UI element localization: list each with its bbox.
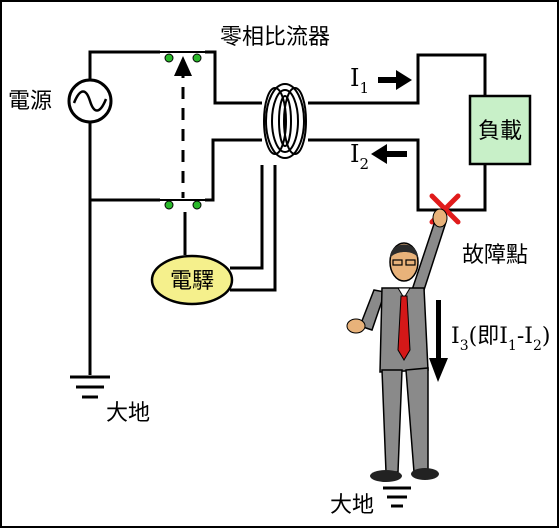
ground-icon-bottom xyxy=(383,486,411,508)
wire-source-top xyxy=(88,50,160,80)
current-i1-base: I xyxy=(350,64,359,92)
zct-label: 零相比流器 xyxy=(220,25,330,50)
fault-point-label: 故障點 xyxy=(462,243,528,268)
current-i3-i2-base: I xyxy=(524,324,533,349)
current-i3-minus: - xyxy=(517,324,524,349)
current-i3-i1-base: I xyxy=(499,324,508,349)
current-i3-sub: 3 xyxy=(460,338,469,354)
current-i1-sub: 1 xyxy=(359,79,369,97)
circuit-wiring xyxy=(88,50,487,375)
current-arrow-icon xyxy=(371,70,448,382)
wire-relay-secondary-2 xyxy=(230,165,277,292)
current-i3-paren-open: (即 xyxy=(469,324,500,349)
ac-source-icon xyxy=(67,78,113,124)
wire-to-load-bottom xyxy=(308,138,487,212)
current-i3-base: I xyxy=(451,324,460,349)
wire-breaker-bottom xyxy=(205,138,262,202)
current-i2-sub: 2 xyxy=(359,155,369,173)
breaker-contacts xyxy=(158,51,207,210)
power-source-label: 電源 xyxy=(8,89,52,114)
load-box xyxy=(468,94,532,166)
ground-icon xyxy=(70,375,110,399)
linkage-arrowhead xyxy=(174,56,192,76)
wire-breaker-top xyxy=(205,50,262,105)
current-i3-i1-sub: 1 xyxy=(508,338,517,354)
wire-source-bottom xyxy=(88,122,160,202)
wire-relay-secondary-1 xyxy=(230,165,264,270)
person-icon xyxy=(346,208,448,482)
relay-label: 電驛 xyxy=(170,269,214,294)
current-i2-base: I xyxy=(350,140,359,168)
current-i1-label: I1 xyxy=(350,64,369,97)
wire-to-load-top xyxy=(308,53,487,105)
relay-ellipse xyxy=(150,254,234,306)
current-i3-label: I3(即I1-I2) xyxy=(451,324,551,354)
ground-left-label: 大地 xyxy=(106,401,150,426)
current-i3-paren-close: ) xyxy=(542,324,551,349)
ground-bottom-label: 大地 xyxy=(330,493,374,518)
current-i2-label: I2 xyxy=(350,140,369,173)
current-i3-i2-sub: 2 xyxy=(533,338,542,354)
load-label: 負載 xyxy=(478,119,522,144)
zct-core xyxy=(263,83,307,159)
